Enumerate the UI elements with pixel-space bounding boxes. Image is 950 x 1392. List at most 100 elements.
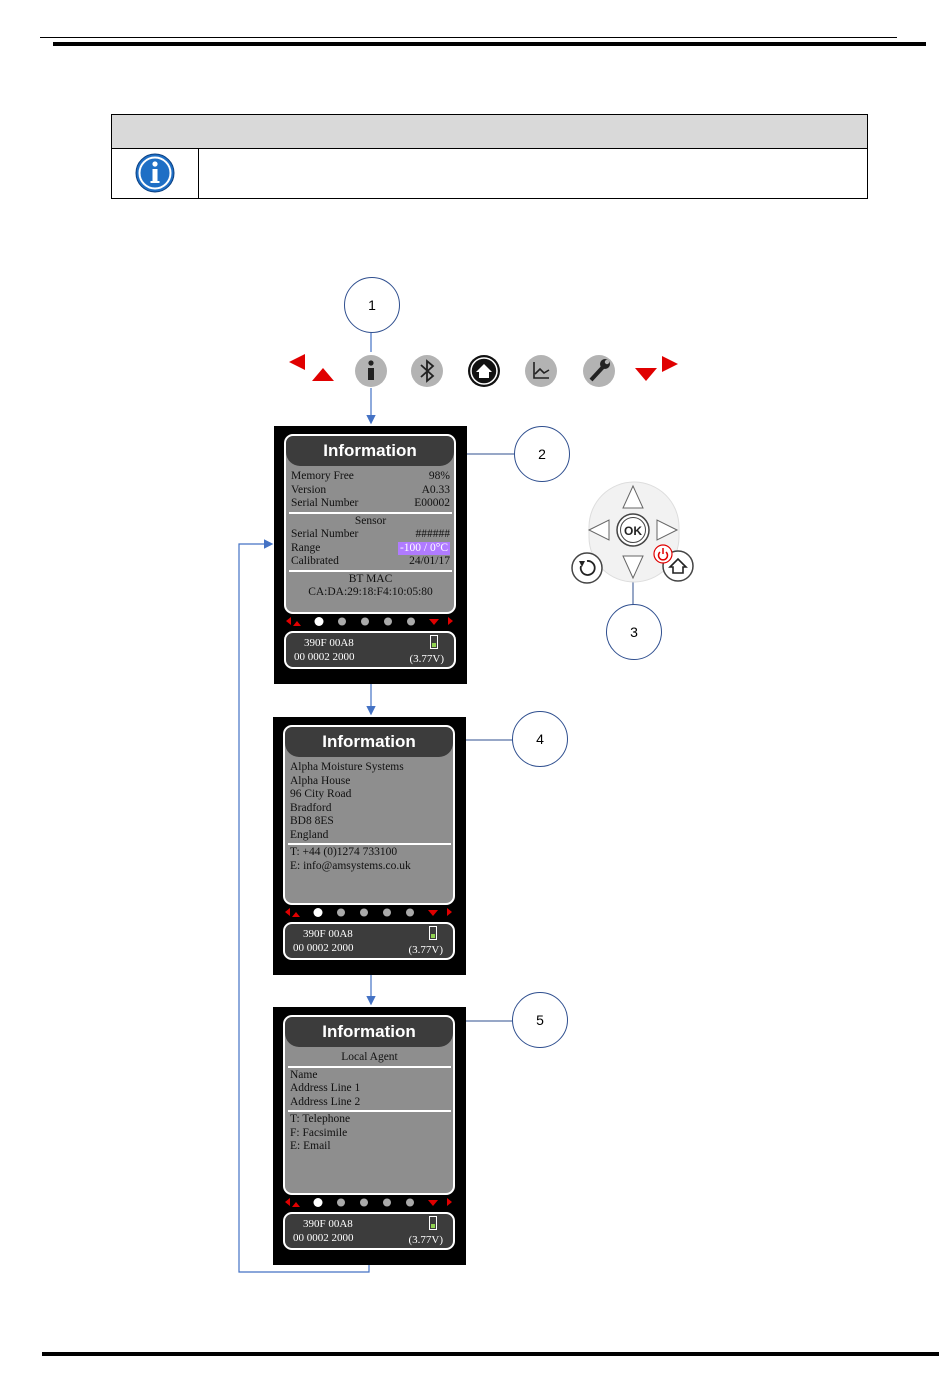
scroll-down-arrow-icon <box>429 619 439 625</box>
scroll-up-arrow-icon <box>286 617 291 625</box>
bt-mac-value: CA:DA:29:18:F4:10:05:80 <box>308 586 433 598</box>
status-bar: 390F 00A8 00 0002 2000 (3.77V) <box>283 922 455 960</box>
bluetooth-icon[interactable] <box>411 355 443 387</box>
contact-line: F: Facsimile <box>290 1126 348 1139</box>
address-line: Name <box>290 1068 318 1081</box>
bluetooth-icon <box>337 908 345 917</box>
device-screen-information-2: Information Alpha Moisture Systems Alpha… <box>273 717 466 975</box>
row-label: Version <box>291 483 327 496</box>
screen-panel: Information Local Agent Name Address Lin… <box>283 1015 455 1195</box>
scroll-up-arrow-icon[interactable] <box>289 354 334 381</box>
info-icon <box>135 153 175 193</box>
arrow-loop-back <box>238 539 370 1273</box>
info-icon <box>313 908 323 917</box>
callout-2: 2 <box>514 426 570 482</box>
home-icon[interactable] <box>468 355 500 387</box>
graph-icon <box>383 908 391 917</box>
row-value: A0.33 <box>421 483 450 496</box>
graph-icon <box>384 617 392 626</box>
status-line-2: 00 0002 2000 <box>293 942 354 954</box>
info-row: Version A0.33 <box>291 484 450 498</box>
bt-heading: BT MAC <box>348 572 393 585</box>
bluetooth-icon <box>337 1198 345 1207</box>
row-value: ###### <box>415 528 451 540</box>
wrench-icon <box>407 617 415 626</box>
row-label: Memory Free <box>291 470 354 482</box>
back-button[interactable] <box>571 552 603 584</box>
status-line-1: 390F 00A8 <box>303 1218 353 1230</box>
address-line: Alpha House <box>290 774 351 787</box>
down-button[interactable] <box>622 555 644 580</box>
ok-button[interactable]: OK <box>616 513 650 547</box>
status-line-1: 390F 00A8 <box>303 928 353 940</box>
info-row: Range-100 / 0°C <box>291 541 450 555</box>
row-label: Serial Number <box>291 528 359 540</box>
range-value-highlight: -100 / 0°C <box>397 541 450 555</box>
footer-rule <box>42 1352 939 1356</box>
separator <box>288 1065 451 1068</box>
header-rule-thin <box>40 37 897 38</box>
home-icon <box>360 1198 368 1207</box>
info-icon <box>313 1198 323 1207</box>
power-home-button[interactable] <box>653 544 694 582</box>
status-line-1: 390F 00A8 <box>304 637 354 649</box>
status-line-2: 00 0002 2000 <box>294 651 355 663</box>
device-screen-information-3: Information Local Agent Name Address Lin… <box>273 1007 466 1265</box>
screen-body: Alpha Moisture Systems Alpha House 96 Ci… <box>288 761 451 873</box>
scroll-down-arrow-icon <box>428 1200 438 1206</box>
screen-icon-bar <box>285 1198 452 1207</box>
status-line-2: 00 0002 2000 <box>293 1232 354 1244</box>
status-bar: 390F 00A8 00 0002 2000 (3.77V) <box>283 1212 455 1250</box>
right-button[interactable] <box>656 519 679 541</box>
wrench-icon <box>406 908 414 917</box>
address-line: BD8 8ES <box>290 815 334 827</box>
separator <box>289 511 452 514</box>
up-button[interactable] <box>622 484 644 509</box>
scroll-down-arrow-icon[interactable] <box>635 356 678 381</box>
local-agent-heading: Local Agent <box>341 1051 398 1063</box>
info-row: Serial Number ###### <box>291 528 450 542</box>
scroll-up-arrow-icon <box>285 908 290 916</box>
separator <box>288 1110 451 1112</box>
screen-body: Local Agent Name Address Line 1 Address … <box>288 1051 451 1154</box>
screen-title: Information <box>286 436 454 466</box>
screen-icon-bar <box>286 617 453 626</box>
left-button[interactable] <box>587 519 610 541</box>
callout-5: 5 <box>512 992 568 1048</box>
wrench-icon[interactable] <box>583 355 615 387</box>
header-rule-thick <box>53 42 926 46</box>
row-label: Calibrated <box>291 555 339 567</box>
info-icon <box>314 617 324 626</box>
address-line: Address Line 2 <box>290 1095 361 1108</box>
bluetooth-icon <box>338 617 346 626</box>
address-line: England <box>290 828 329 841</box>
contact-line: T: +44 (0)1274 733100 <box>290 846 398 858</box>
screen-icon-bar <box>285 908 452 917</box>
note-table-header <box>112 115 867 149</box>
battery-icon <box>430 635 438 649</box>
screen-panel: Information Alpha Moisture Systems Alpha… <box>283 725 455 905</box>
wrench-icon <box>406 1198 414 1207</box>
separator <box>288 843 451 845</box>
info-icon[interactable] <box>355 355 387 387</box>
scroll-up-arrow-icon <box>285 1198 290 1206</box>
callout-4: 4 <box>512 711 568 767</box>
battery-icon <box>429 1216 437 1230</box>
nav-icon-bar <box>289 354 678 387</box>
note-icon-cell <box>112 149 199 198</box>
sensor-heading: Sensor <box>354 514 387 527</box>
screen-title: Information <box>285 1017 453 1047</box>
svg-text:OK: OK <box>624 524 642 538</box>
row-label: Serial Number <box>291 497 359 509</box>
battery-voltage: (3.77V) <box>408 1234 443 1246</box>
contact-line: E: info@amsystems.co.uk <box>290 859 411 872</box>
status-bar: 390F 00A8 00 0002 2000 (3.77V) <box>284 631 456 669</box>
graph-icon[interactable] <box>525 355 557 387</box>
callout-3: 3 <box>606 604 662 660</box>
